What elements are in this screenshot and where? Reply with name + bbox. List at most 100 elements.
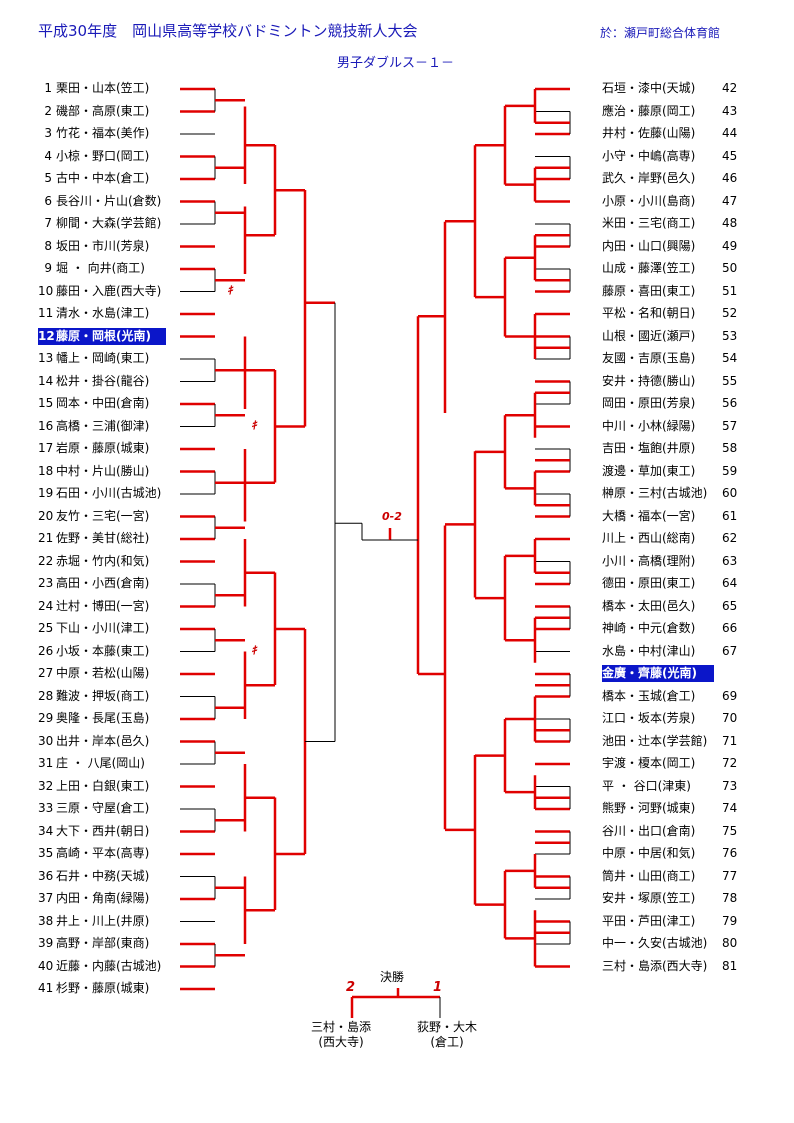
right-player-54: 友國・吉原(玉島)54 xyxy=(602,350,737,367)
player-name: 井村・佐藤(山陽) xyxy=(602,126,696,140)
venue-label: 於：瀬戸町総合体育館 xyxy=(600,26,721,40)
player-number: 68 xyxy=(722,666,739,680)
right-player-53: 山根・國近(瀬戸)53 xyxy=(602,328,737,345)
player-name: 平 ・ 谷口(津東) xyxy=(602,778,691,793)
player-number: 26 xyxy=(38,643,54,658)
player-name: 磯部・高原(東工) xyxy=(56,103,150,118)
right-player-64: 德田・原田(東工)64 xyxy=(602,575,737,592)
player-name: 石垣・漆中(天城) xyxy=(602,81,696,95)
withdrawal-mark-26: ｷ xyxy=(251,644,257,657)
right-player-67: 水島・中村(津山)67 xyxy=(602,643,737,660)
player-number: 12 xyxy=(38,328,55,343)
player-name: 安井・塚原(笠工) xyxy=(602,891,696,905)
left-player-5: 5 古中・中本(倉工) xyxy=(38,170,166,187)
player-number: 15 xyxy=(38,396,54,410)
player-name: 小椋・野口(岡工) xyxy=(56,148,150,163)
player-name: 古中・中本(倉工) xyxy=(56,171,150,185)
player-name: 中村・片山(勝山) xyxy=(56,463,150,478)
right-player-45: 小守・中嶋(高専) 45 xyxy=(602,148,737,165)
player-number: 18 xyxy=(38,463,54,478)
player-number: 43 xyxy=(722,103,738,118)
player-name: 井上・川上(井原) xyxy=(56,913,150,928)
player-number: 40 xyxy=(38,958,54,973)
player-name: 清水・水島(津工) xyxy=(56,306,150,320)
right-player-79: 平田・芦田(津工)79 xyxy=(602,913,737,930)
player-number: 52 xyxy=(722,306,738,320)
right-player-75: 谷川・出口(倉南)75 xyxy=(602,823,737,840)
player-name: 中川・小林(緑陽) xyxy=(602,418,696,433)
player-name: 高崎・平本(高専) xyxy=(56,846,150,860)
final-left-school: (西大寺) xyxy=(318,1035,364,1049)
player-name: 小川・高橋(理附) xyxy=(602,553,696,568)
player-name: 上田・白銀(東工) xyxy=(56,778,150,793)
player-number: 73 xyxy=(722,778,738,793)
right-player-62: 川上・西山(総南)62 xyxy=(602,530,737,547)
player-number: 36 xyxy=(38,868,54,883)
player-name: 藤原・喜田(東工) xyxy=(602,283,696,298)
player-name: 岩原・藤原(城東) xyxy=(56,441,150,455)
player-number: 45 xyxy=(722,148,738,163)
player-number: 79 xyxy=(722,913,738,928)
player-name: 下山・小川(津工) xyxy=(56,621,150,635)
player-name: 筒井・山田(商工) xyxy=(602,868,696,883)
right-player-70: 江口・坂本(芳泉) 70 xyxy=(602,710,737,727)
player-name: 小原・小川(島商) xyxy=(602,193,696,208)
right-player-71: 池田・辻本(学芸館)71 xyxy=(602,733,737,750)
player-number: 21 xyxy=(38,531,54,545)
right-player-49: 内田・山口(興陽)49 xyxy=(602,238,737,255)
player-number: 70 xyxy=(722,711,738,725)
player-name: 大橋・福本(一宮) xyxy=(602,508,696,523)
player-name: 友竹・三宅(一宮) xyxy=(56,508,150,523)
right-player-77: 筒井・山田(商工) 77 xyxy=(602,868,737,885)
player-name: 高橋・三浦(御津) xyxy=(56,418,150,433)
player-name: 安井・持德(勝山) xyxy=(602,373,696,388)
player-number: 31 xyxy=(38,756,54,770)
player-number: 63 xyxy=(722,553,738,568)
player-name: 川上・西山(総南) xyxy=(602,531,696,545)
semifinal-score: 0-2 xyxy=(382,510,402,523)
final-score-right: 1 xyxy=(433,980,443,995)
player-number: 65 xyxy=(722,598,738,613)
player-number: 53 xyxy=(722,328,738,343)
right-player-72: 宇渡・榎本(岡工)72 xyxy=(602,755,737,772)
player-number: 48 xyxy=(722,216,738,230)
player-number: 55 xyxy=(722,373,738,388)
player-number: 5 xyxy=(44,171,52,185)
player-name: 三村・島添(西大寺) xyxy=(602,958,708,973)
player-name: 金廣・齊藤(光南) xyxy=(602,666,697,680)
player-name: 小守・中嶋(高専) xyxy=(602,148,696,163)
right-player-47: 小原・小川(島商)47 xyxy=(602,193,737,210)
player-number: 25 xyxy=(38,621,54,635)
player-number: 8 xyxy=(44,238,52,253)
player-number: 77 xyxy=(722,868,738,883)
right-player-74: 熊野・河野(城東)74 xyxy=(602,800,737,817)
player-name: 三原・守屋(倉工) xyxy=(56,801,150,815)
player-name: 橋本・太田(邑久) xyxy=(602,598,696,613)
player-name: 石田・小川(古城池) xyxy=(56,486,162,500)
right-player-66: 神崎・中元(倉数)66 xyxy=(602,620,737,637)
right-player-48: 米田・三宅(商工)48 xyxy=(602,215,737,232)
player-name: 武久・岸野(邑久) xyxy=(602,171,696,185)
player-number: 22 xyxy=(38,553,54,568)
player-number: 10 xyxy=(38,283,54,298)
player-name: 江口・坂本(芳泉) xyxy=(602,711,696,725)
player-number: 60 xyxy=(722,486,738,500)
player-number: 38 xyxy=(38,913,54,928)
